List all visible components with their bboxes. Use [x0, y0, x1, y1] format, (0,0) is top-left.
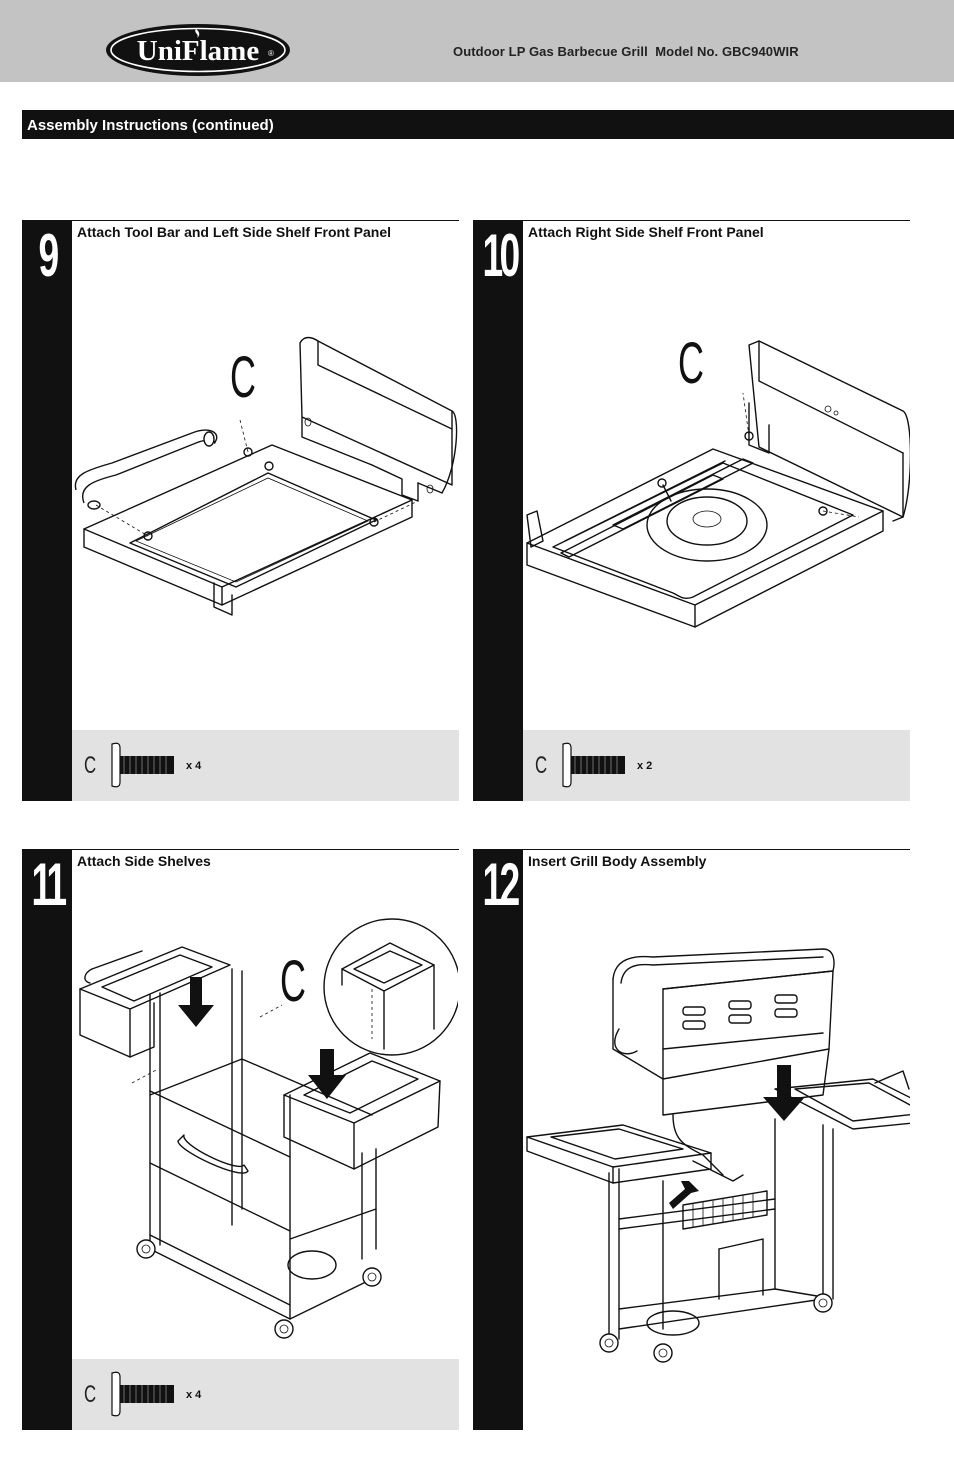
step-title: Attach Right Side Shelf Front Panel: [528, 224, 764, 240]
step-number-strip: 9: [22, 220, 72, 801]
hardware-letter: C: [535, 752, 548, 779]
step-number-strip: 11: [22, 849, 72, 1430]
step-number-strip: 12: [473, 849, 523, 1430]
step-number-strip: 10: [473, 220, 523, 801]
step-number: 11: [31, 851, 68, 918]
page-header: UniFlame ® Outdoor LP Gas Barbecue Grill…: [0, 0, 954, 82]
hardware-letter: C: [84, 1381, 97, 1408]
right-shelf-illustration: C: [526, 331, 910, 628]
step-title: Attach Tool Bar and Left Side Shelf Fron…: [77, 224, 391, 240]
hardware-qty: x 2: [637, 760, 653, 772]
svg-text:C: C: [280, 949, 306, 1014]
step-10: 10 Attach Right Side Shelf Front Panel C…: [473, 220, 910, 801]
section-bar: Assembly Instructions (continued): [22, 110, 954, 139]
hardware-qty: x 4: [186, 1389, 202, 1401]
step-11: 11 Attach Side Shelves C: [22, 849, 459, 1430]
screw-icon: [111, 1371, 174, 1417]
hardware-panel: C x 4: [72, 1359, 459, 1430]
grill-body-illustration: [526, 948, 910, 1363]
svg-text:UniFlame: UniFlame: [137, 35, 260, 67]
hardware-qty: x 4: [186, 760, 202, 772]
left-shelf-illustration: C: [74, 336, 458, 616]
step-title: Insert Grill Body Assembly: [528, 853, 707, 869]
section-title: Assembly Instructions (continued): [27, 117, 274, 134]
step-number: 9: [38, 222, 60, 289]
hardware-panel: C x 4: [72, 730, 459, 801]
svg-text:C: C: [230, 345, 256, 410]
step-9: 9 Attach Tool Bar and Left Side Shelf Fr…: [22, 220, 459, 801]
uniflame-logo: UniFlame ®: [106, 24, 290, 76]
step-number: 10: [482, 222, 521, 289]
hardware-panel: C x 2: [523, 730, 910, 801]
hardware-letter: C: [84, 752, 97, 779]
screw-icon: [562, 742, 625, 788]
document-title: Outdoor LP Gas Barbecue Grill Model No. …: [453, 44, 799, 59]
step-title: Attach Side Shelves: [77, 853, 211, 869]
side-shelves-illustration: C: [79, 918, 458, 1339]
step-12: 12 Insert Grill Body Assembly: [473, 849, 910, 1430]
step-number: 12: [482, 851, 521, 918]
svg-text:C: C: [678, 331, 704, 396]
svg-text:®: ®: [268, 49, 274, 58]
screw-icon: [111, 742, 174, 788]
